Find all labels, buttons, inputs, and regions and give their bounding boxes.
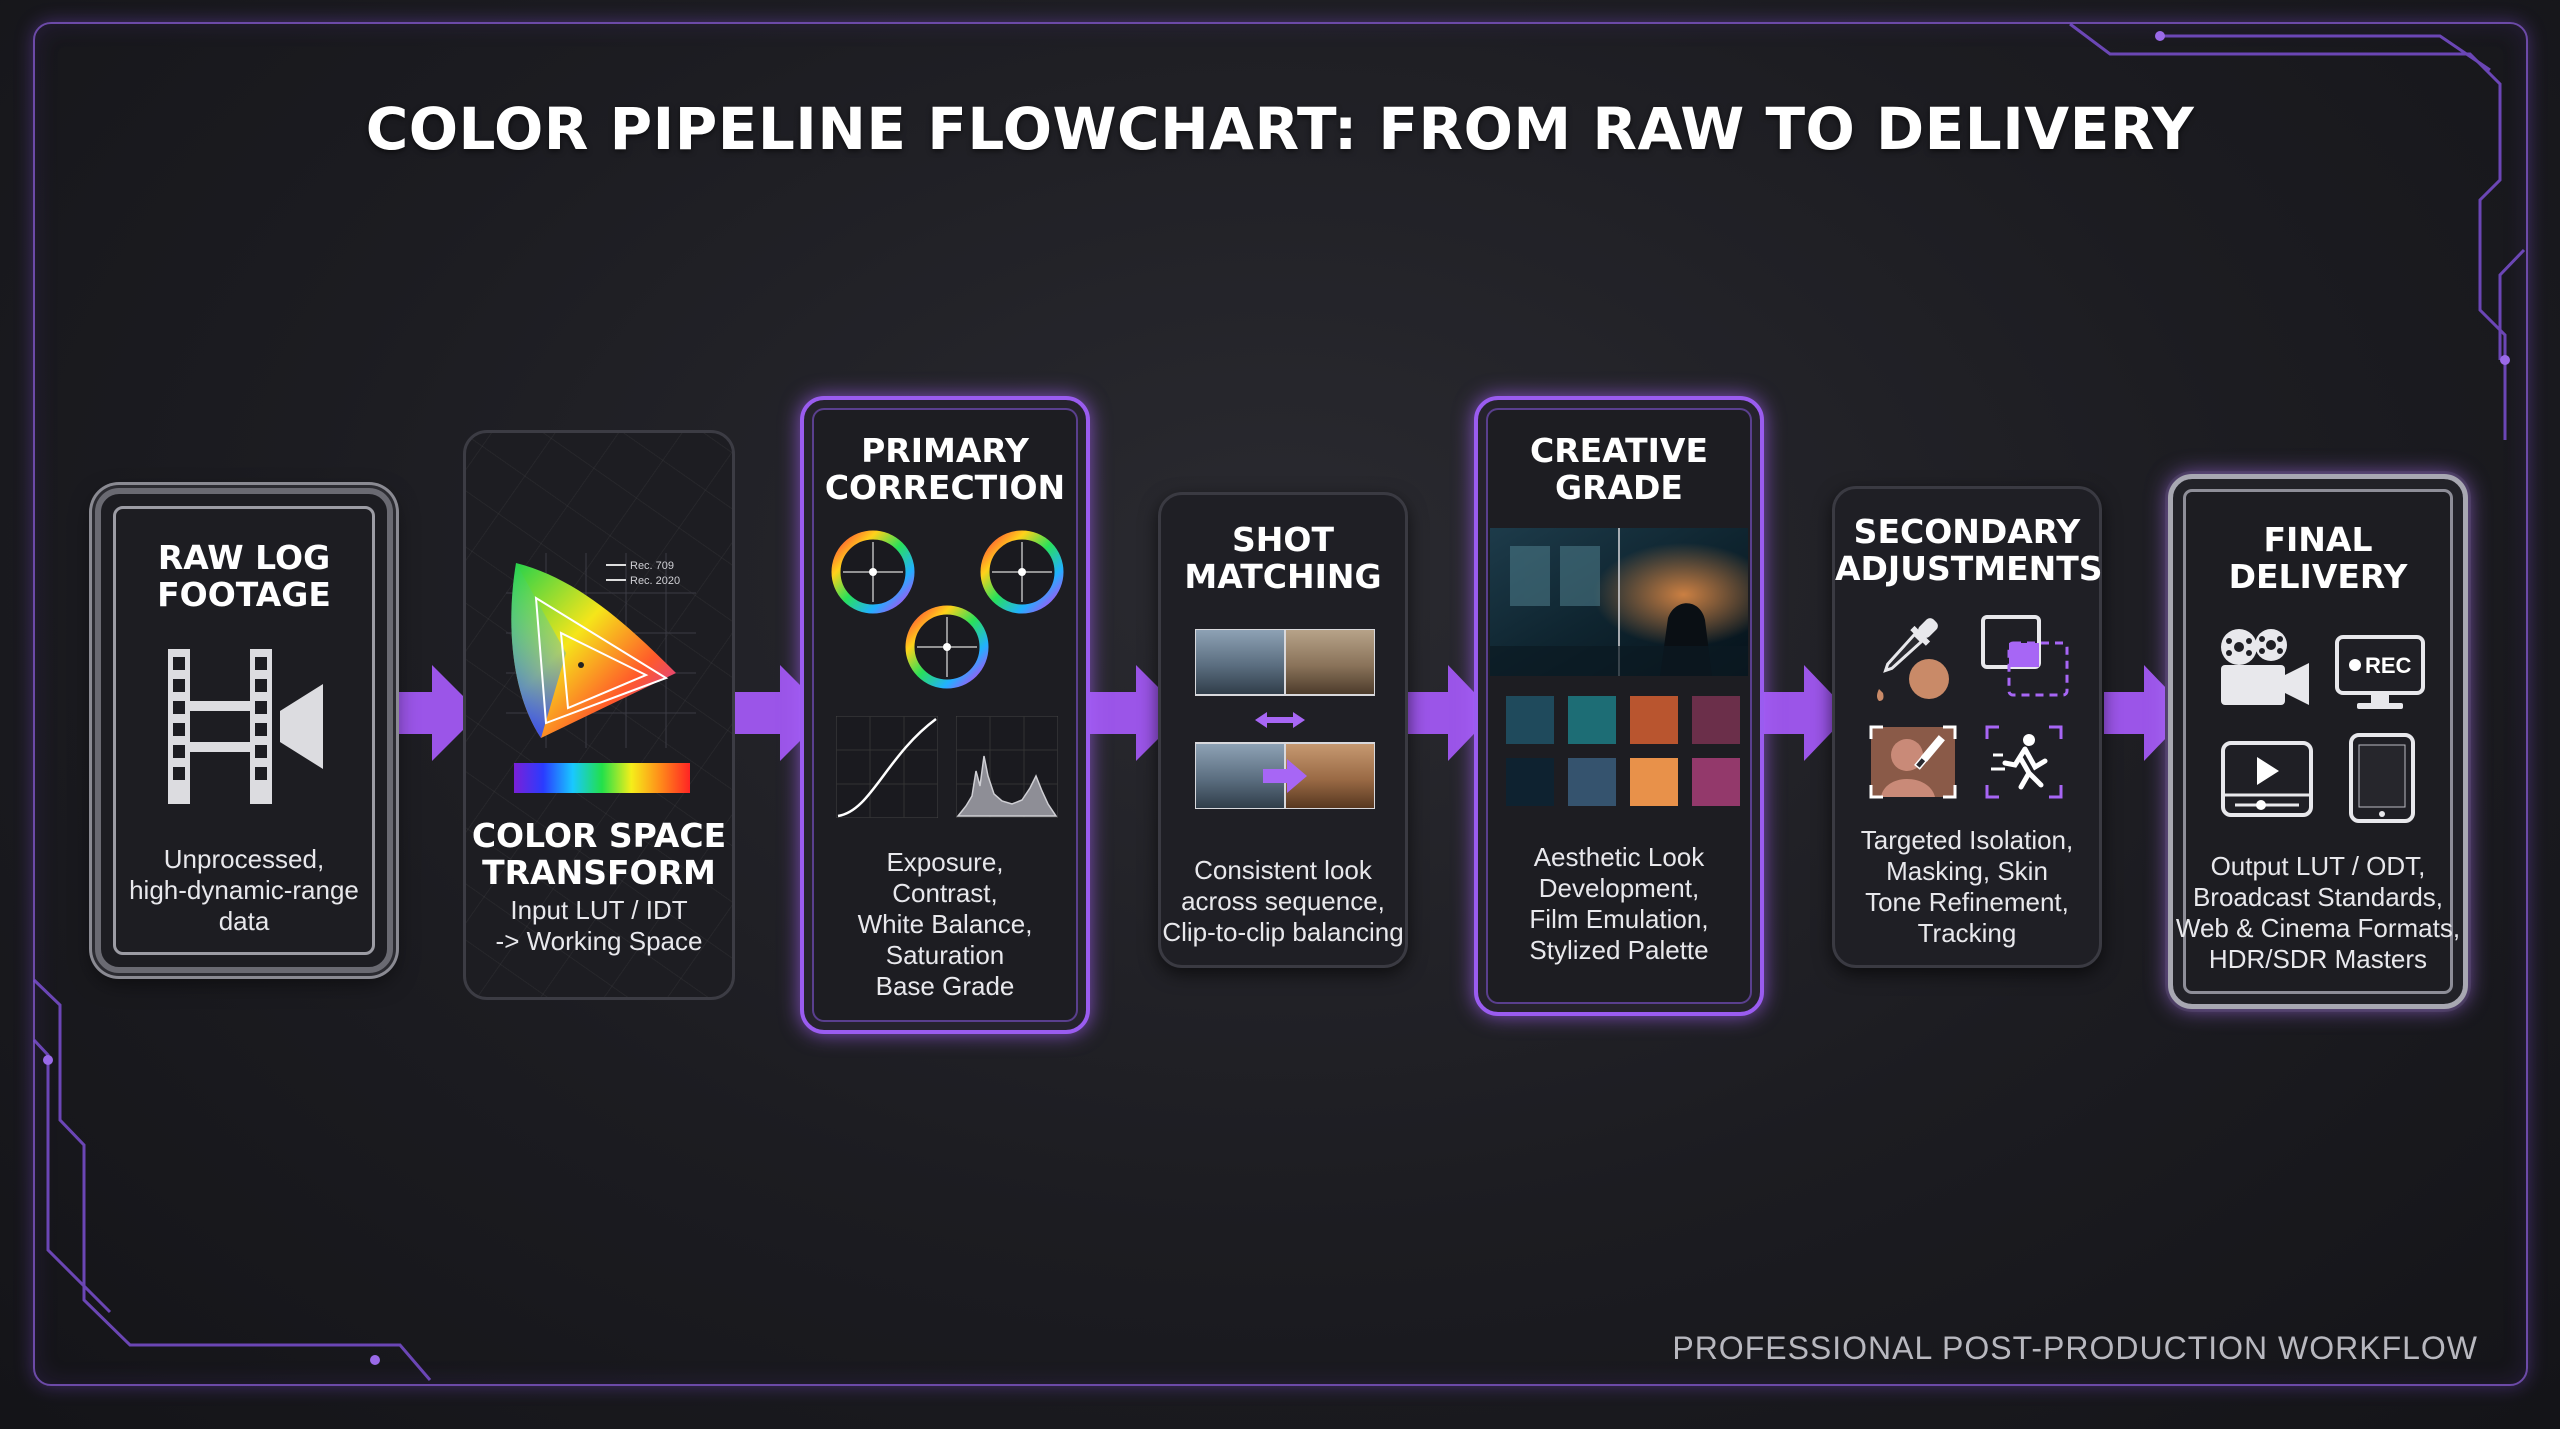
step-description: Unprocessed, high-dynamic-range data	[129, 844, 359, 936]
step-title: FINAL DELIVERY	[2228, 520, 2408, 596]
film-camera-icon	[168, 649, 323, 804]
step-final-delivery: FINAL DELIVERY REC Output LUT / ODT, Bro…	[2168, 474, 2468, 1009]
curve-graph-icon	[836, 716, 938, 818]
step-title: RAW LOG FOOTAGE	[157, 538, 331, 614]
arrow-6	[2104, 665, 2190, 761]
step-description: Exposure, Contrast, White Balance, Satur…	[857, 847, 1033, 1001]
cie-gamut-diagram: Rec. 709 Rec. 2020	[506, 553, 696, 748]
step-title: SHOT MATCHING	[1184, 520, 1382, 596]
graded-still-thumbnail	[1490, 528, 1748, 676]
arrow-1	[384, 665, 480, 761]
step-title: COLOR SPACE TRANSFORM	[471, 816, 727, 892]
footer-caption: PROFESSIONAL POST-PRODUCTION WORKFLOW	[1672, 1330, 2478, 1366]
step-title: SECONDARY ADJUSTMENTS	[1835, 512, 2103, 588]
gamut-legend-rec709: Rec. 709	[630, 560, 674, 572]
step-description: Output LUT / ODT, Broadcast Standards, W…	[2175, 851, 2461, 974]
skin-tone-icon	[1869, 725, 1957, 799]
histogram-icon	[956, 716, 1058, 818]
video-player-icon	[2221, 741, 2313, 817]
step-description: Aesthetic Look Development, Film Emulati…	[1529, 842, 1709, 965]
step-color-space-transform: Rec. 709 Rec. 2020 COLOR SPACE TRANSFORM…	[463, 430, 735, 1000]
rec-monitor-icon: REC	[2335, 635, 2425, 709]
step-title: PRIMARY CORRECTION	[824, 431, 1066, 507]
movie-camera-icon	[2221, 629, 2309, 705]
step-title: CREATIVE GRADE	[1529, 431, 1709, 507]
arrow-4	[1408, 665, 1494, 761]
step-description: Consistent look across sequence, Clip-to…	[1162, 855, 1404, 947]
palette-swatches	[1506, 696, 1740, 806]
arrow-5	[1764, 665, 1850, 761]
spectrum-bar	[514, 763, 690, 793]
outer-frame	[33, 22, 2528, 1386]
shot-compare-icon	[1195, 629, 1375, 809]
tablet-icon	[2349, 733, 2415, 823]
tracking-icon	[1985, 725, 2063, 799]
step-secondary-adjustments: SECONDARY ADJUSTMENTS Targeted Isolation…	[1832, 486, 2103, 968]
rec-label: REC	[2365, 653, 2412, 678]
mask-layers-icon	[1981, 615, 2069, 697]
page-title: COLOR PIPELINE FLOWCHART: FROM RAW TO DE…	[365, 95, 2195, 163]
color-wheels-icon	[831, 530, 1064, 689]
step-raw-log-footage: RAW LOG FOOTAGE Unprocessed, high-dynami…	[95, 488, 393, 973]
step-shot-matching: SHOT MATCHING Consistent look across seq…	[1158, 492, 1408, 968]
step-creative-grade: CREATIVE GRADE Aesthetic Look Developmen…	[1474, 396, 1764, 1016]
step-primary-correction: PRIMARY CORRECTION Exposure, Contrast, W…	[800, 396, 1090, 1034]
step-description: Input LUT / IDT -> Working Space	[495, 895, 703, 956]
eyedropper-icon	[1877, 618, 1949, 701]
step-description: Targeted Isolation, Masking, Skin Tone R…	[1860, 825, 2074, 948]
gamut-legend-rec2020: Rec. 2020	[630, 575, 680, 587]
